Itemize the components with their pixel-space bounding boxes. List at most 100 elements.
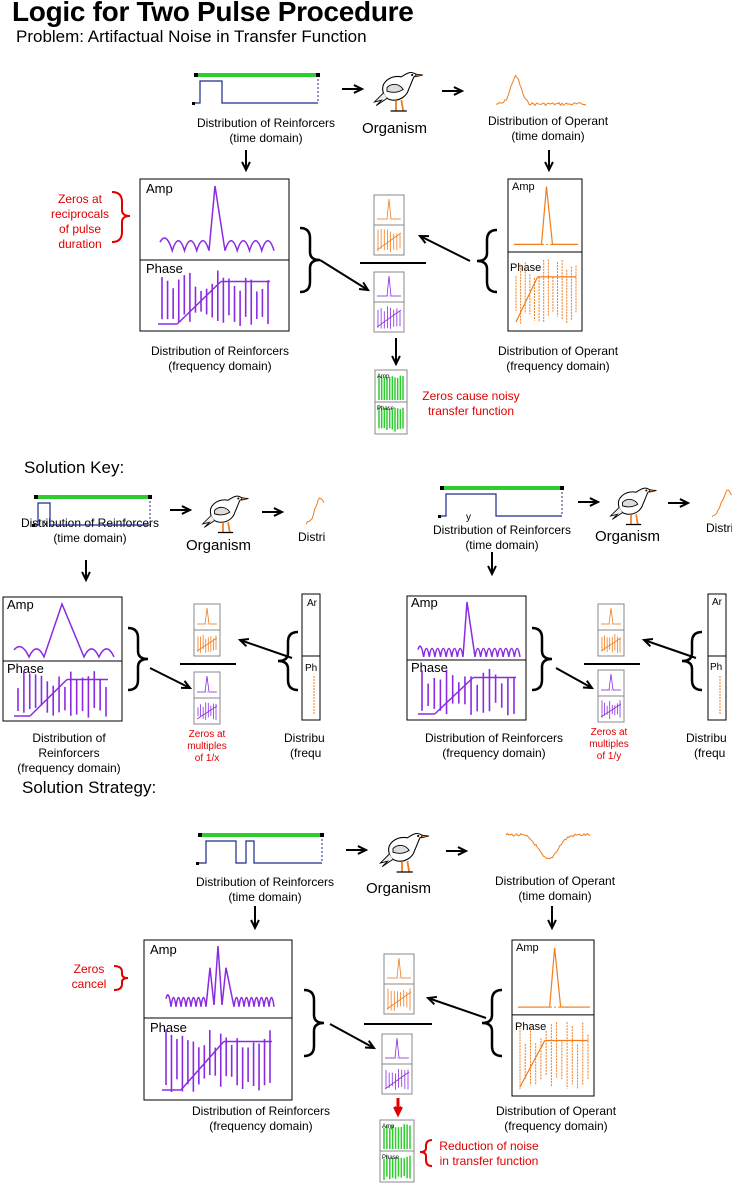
key-left-mini-reinforcer-top-frame [193,671,221,699]
key-right-arrow-down-head [487,565,497,577]
strategy-zeros-brace [113,965,129,991]
problem-operant-freq-line1: Distribution of Operant [497,344,619,358]
problem-reinforcer-freq-box [139,178,290,332]
strategy-operant-trace [505,832,591,860]
key-left-reinforcer-time-label: Distribution of Reinforcers (time domain… [20,516,160,546]
key-left-arrow-down-head [81,571,91,583]
problem-operant-phase-label: Phase [510,262,542,274]
key-right-organism-label: Organism [595,528,661,545]
strategy-arrow-reinforcer-down-head [250,919,260,931]
strategy-reinforcer-time-line2: (time domain) [228,890,302,904]
key-right-reinforcer-time-line2: (time domain) [465,538,539,552]
key-right-arrow-reinforcer-to-mini [555,667,593,689]
key-right-reinforcer-freq-line2: (frequency domain) [442,746,546,760]
key-left-bird-icon-tail [201,515,215,528]
problem-mini-operant-top-peak [377,198,401,220]
problem-arrow-reinforcer-to-mini-head [358,281,370,292]
strategy-operant-freq-line1: Distribution of Operant [495,1104,617,1118]
strategy-amp-label: Amp [150,942,177,957]
key-left-zeros-line2: multiples [187,741,227,752]
strategy-arrow-to-organism-head [357,845,369,855]
key-left-mini-operant-top-frame [193,603,221,631]
problem-reinforcer-trace-base-cap [192,102,195,105]
key-left-reinforcer-time-line2: (time domain) [53,531,127,545]
key-right-operant-freq-cut2: (frequ [694,746,726,760]
strategy-arrow-operant-down-head [547,919,557,931]
strategy-operant-box-frame [511,939,595,1097]
strategy-arrow-to-transfer-head [393,1106,403,1118]
solution-key-heading: Solution Key: [24,458,125,477]
key-left-amp-label: Amp [7,597,34,612]
strategy-arrow-operant-to-mini-head [425,995,438,1006]
problem-left-brace [299,226,321,294]
strategy-mini-reinforcer-bot-ramp [384,1071,410,1090]
strategy-reinforcer-time-label: Distribution of Reinforcers (time domain… [180,875,350,905]
key-left-arrow-reinforcer-to-mini [149,667,191,689]
problem-noise-note: Zeros cause noisy transfer function [412,389,530,419]
strategy-reinforcer-freq-line2: (frequency domain) [209,1119,313,1133]
key-left-phase-cut: Ph [305,663,318,674]
key-right-phase-trace-ramp [434,676,474,715]
key-right-mini-operant-bot-ramp [600,637,622,652]
page-title: Logic for Two Pulse Procedure [12,0,414,27]
problem-mini-reinforcer-top-peak [377,275,401,297]
strategy-operant-time-label: Distribution of Operant (time domain) [480,874,630,904]
strategy-mini-reinforcer-top-peak [385,1037,409,1059]
strategy-transfer-box-phase-text: Phase [382,1155,400,1161]
problem-mini-reinforcer-bot-ramp [376,309,402,328]
key-right-zeros-line1: Zeros at [590,727,628,738]
strategy-reinforcer-freq-line1: Distribution of Reinforcers [191,1104,331,1118]
key-right-mini-reinforcer-top-peak [601,673,621,691]
strategy-organism-label: Organism [366,880,432,897]
problem-arrow-to-operant-head [453,86,465,96]
strategy-bird-icon-wing [392,844,410,854]
key-right-arrow-to-operant-head [679,498,691,508]
key-left-reinforcer-trace-bar-cap-l [34,495,38,499]
key-left-mini-operant-bot-frame [193,629,221,657]
key-left-mini-operant-bot-ramp [196,637,218,652]
problem-phase-trace-ramp [176,280,222,325]
key-left-pulse-label: x [43,519,48,530]
strategy-arrow-reinforcer-to-mini [329,1023,375,1049]
key-left-amp-cut: Ar [307,598,317,609]
key-left-reinforcer-freq-line1: Distribution of Reinforcers [32,731,106,760]
strategy-noise-note: Reduction of noise in transfer function [432,1139,546,1169]
key-left-arrow-reinforcer-to-mini-head [180,680,193,690]
key-left-amp-trace [13,601,115,659]
strategy-phase-trace-ramp [180,1041,225,1091]
problem-operant-box-phase-ramp [515,276,539,323]
problem-arrow-to-organism-head [353,84,365,94]
key-right-reinforcer-trace-bar-cap-l [440,486,444,490]
strategy-phase-label: Phase [150,1020,187,1035]
key-right-right-brace [681,630,703,692]
strategy-bird-icon-tail [378,853,394,867]
key-right-reinforcer-freq-label: Distribution of Reinforcers (frequency d… [420,731,568,761]
problem-arrow-operant-to-mini-head [417,234,430,244]
problem-phase-label: Phase [146,261,183,276]
problem-operant-freq-label: Distribution of Operant (frequency domai… [472,344,644,374]
key-right-bird-icon-wing [622,498,639,508]
strategy-bird-icon-eye [417,834,420,838]
strategy-mini-operant-top-peak [387,957,411,979]
key-left-reinforcer-freq-line2: (frequency domain) [17,761,121,775]
strategy-mini-operant-bot-frame [383,983,415,1015]
strategy-operant-box-amp [518,947,590,1008]
key-right-arrow-to-organism-head [589,497,601,507]
key-right-operant-freq-cut: Distribu (frequ [686,731,727,761]
key-right-brace [531,626,553,692]
problem-zeros-line1: Zeros at [57,192,102,206]
strategy-operant-box-phase-ramp [519,1040,546,1088]
key-left-zeros-line3: of 1/x [194,753,220,764]
key-left-mini-reinforcer-bot-ramp [196,705,218,720]
strategy-transfer-box-amp-text: Amp [382,1124,395,1130]
key-left-arrow-to-operant-head [273,507,285,517]
problem-bird-icon-eye [411,73,414,77]
strategy-operant-time-line1: Distribution of Operant [494,874,616,888]
key-left-operant-freq-cut1: Distribu [284,731,325,745]
problem-mini-operant-bot-frame [373,224,405,256]
strategy-zeros-line1: Zeros [73,962,105,976]
strategy-bird-icon [378,832,430,873]
key-right-bird-icon-legs [630,514,639,525]
key-left-arrow-operant-to-mini [239,639,293,659]
